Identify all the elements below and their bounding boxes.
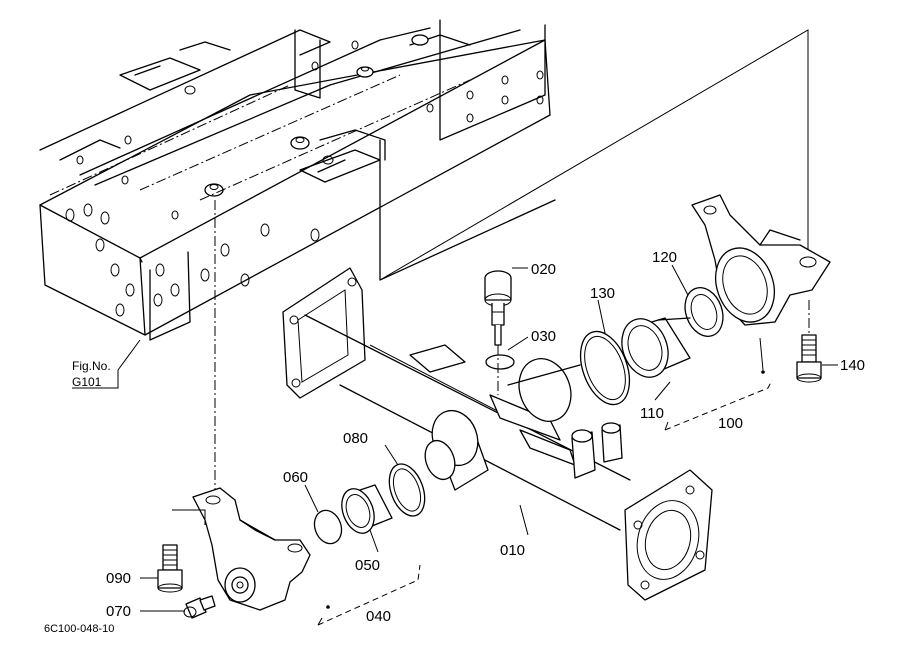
label-050: 050 (355, 557, 380, 574)
label-020: 020 (531, 261, 556, 278)
breather-020 (484, 270, 512, 395)
label-080: 080 (343, 430, 368, 447)
axle-housing-010 (282, 267, 713, 601)
label-110: 110 (640, 405, 664, 422)
o-ring-130 (579, 330, 631, 406)
figure-ref-line1: Fig.No. (72, 359, 111, 373)
bushing-110 (621, 317, 691, 378)
label-090: 090 (106, 570, 131, 587)
drawing-code: 6C100-048-10 (44, 623, 114, 635)
o-ring-030 (485, 354, 515, 370)
bolt-140 (796, 300, 822, 383)
label-040: 040 (366, 608, 391, 625)
label-030: 030 (531, 328, 556, 345)
label-140: 140 (840, 357, 865, 374)
front-bracket-040 (192, 487, 330, 611)
o-ring-080 (388, 463, 426, 517)
label-060: 060 (283, 469, 308, 486)
leader-lines (72, 264, 838, 626)
frame-nut-4 (411, 34, 429, 46)
label-010: 010 (500, 542, 525, 559)
frame-nut-1 (290, 136, 310, 150)
frame-holes (65, 40, 544, 317)
frame-nut-3 (356, 66, 374, 78)
grease-nipple-070 (183, 595, 216, 619)
rear-bracket-100 (691, 194, 831, 374)
part-labels: 020 030 130 120 110 100 140 080 060 050 … (106, 249, 865, 625)
frame-nut-2 (204, 183, 224, 197)
bushing-050 (341, 484, 393, 534)
figure-ref-line2: G101 (72, 375, 102, 389)
washer-060 (313, 509, 343, 545)
frame-assembly (39, 19, 556, 341)
label-070: 070 (106, 603, 131, 620)
label-130: 130 (590, 285, 615, 302)
thrust-washer-120 (684, 287, 724, 337)
leader-frame-to-140 (379, 29, 809, 281)
bolt-090 (157, 544, 183, 593)
label-120: 120 (652, 249, 677, 266)
label-100: 100 (718, 415, 743, 432)
